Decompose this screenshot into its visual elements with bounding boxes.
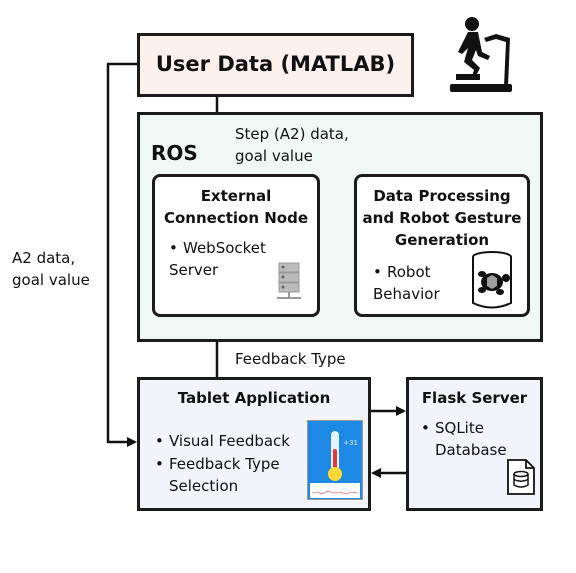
tablet-bullet-2: •Feedback Type Selection: [155, 453, 295, 497]
flask-bullet-text: SQLite Database: [435, 419, 507, 459]
external-node-title: External Connection Node: [163, 187, 309, 227]
external-node-box: External Connection Node •WebSocket Serv…: [152, 174, 320, 317]
flask-title: Flask Server: [421, 389, 528, 407]
processing-box: Data Processing and Robot Gesture Genera…: [354, 174, 530, 317]
label-step-data: Step (A2) data, goal value: [235, 123, 375, 167]
external-node-bullet: •WebSocket Server: [169, 239, 266, 279]
tablet-bullet-2-text: Feedback Type Selection: [169, 455, 280, 495]
flask-box: Flask Server •SQLite Database: [406, 377, 543, 511]
server-rack-icon: [277, 262, 301, 299]
turtle-robot-icon: [472, 251, 512, 309]
thermometer-icon: [331, 431, 339, 471]
label-a2-data-text: A2 data, goal value: [12, 249, 90, 289]
external-node-bullet-text: WebSocket Server: [169, 239, 266, 279]
treadmill-icon: [450, 17, 512, 92]
processing-bullet-text: Robot Behavior: [373, 263, 440, 303]
tablet-title: Tablet Application: [177, 389, 331, 407]
user-data-box: User Data (MATLAB): [137, 33, 414, 97]
user-data-title: User Data (MATLAB): [155, 52, 396, 76]
arrow-user-to-tablet: [106, 62, 137, 447]
label-step-data-text: Step (A2) data, goal value: [235, 125, 349, 165]
ros-label: ROS: [151, 141, 198, 165]
processing-bullet: •Robot Behavior: [373, 263, 440, 303]
tablet-bullet-1-text: Visual Feedback: [169, 432, 290, 450]
database-icon: [507, 459, 535, 495]
tablet-chart-panel: [310, 483, 360, 498]
processing-title: Data Processing and Robot Gesture Genera…: [362, 187, 522, 249]
flask-bullet: •SQLite Database: [421, 417, 513, 461]
tablet-screenshot: +31: [307, 420, 363, 500]
tablet-bullet-1: •Visual Feedback: [155, 432, 290, 450]
tablet-screen-number: +31: [343, 439, 358, 447]
label-feedback-type: Feedback Type: [235, 350, 346, 368]
label-a2-data: A2 data, goal value: [12, 247, 102, 291]
emoji-icon: [328, 467, 342, 481]
